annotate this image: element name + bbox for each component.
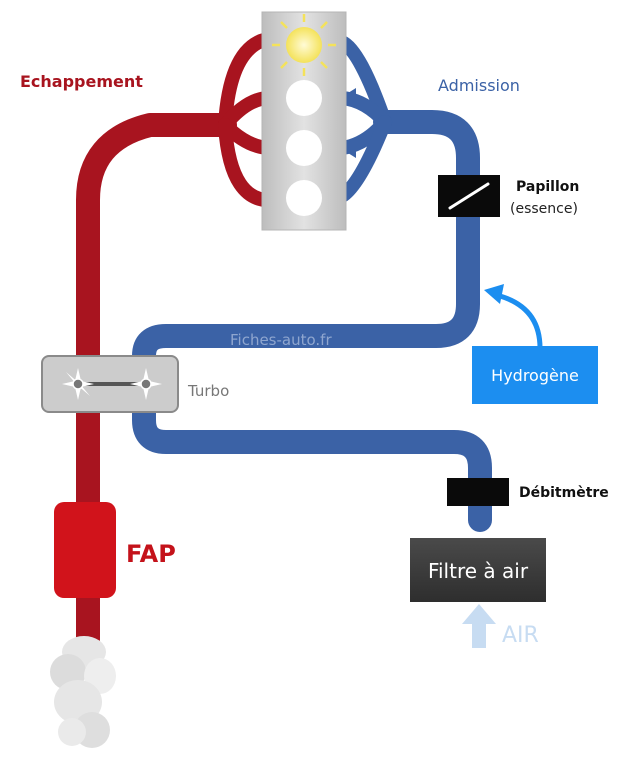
exhaust-pipes (76, 31, 282, 652)
turbine-icon (62, 368, 94, 400)
hydrogen-injection-arrow (484, 284, 543, 351)
intake-pipe-filter-to-turbo (132, 393, 492, 532)
throttle-valve (438, 175, 500, 217)
throttle-sublabel: (essence) (510, 201, 578, 217)
turbo-label: Turbo (187, 382, 229, 400)
air-filter-box (410, 538, 546, 602)
cylinder-3 (286, 130, 322, 166)
air-inlet-arrow (462, 604, 496, 648)
arrowhead-2 (340, 88, 356, 108)
exhaust-main-pipe (76, 113, 237, 652)
intake-manifold (335, 35, 392, 203)
watermark-label: Fiches-auto.fr (230, 331, 332, 349)
hydrogen-label: Hydrogène (491, 366, 579, 385)
hydrogen-box (472, 346, 598, 404)
flowmeter-label: Débitmètre (519, 485, 609, 501)
dpf-label: FAP (126, 540, 176, 568)
cylinder-1 (272, 14, 336, 76)
air-filter-label: Filtre à air (428, 559, 529, 583)
arrowhead-3 (340, 138, 356, 158)
exhaust-smoke (50, 636, 116, 748)
compressor-icon (130, 368, 162, 400)
flowmeter-box (447, 478, 509, 506)
intake-label: Admission (438, 76, 520, 95)
turbo (41, 355, 179, 413)
engine-block (261, 11, 347, 231)
cylinder-4 (286, 180, 322, 216)
intake-pipe-turbo-to-engine (132, 110, 480, 372)
throttle-label: Papillon (516, 179, 579, 195)
cylinder-2 (286, 80, 322, 116)
spark-icon (272, 14, 336, 76)
air-label: AIR (502, 623, 539, 648)
dpf-box (54, 502, 116, 598)
intake-pipes (132, 110, 492, 532)
exhaust-label: Echappement (20, 72, 143, 91)
